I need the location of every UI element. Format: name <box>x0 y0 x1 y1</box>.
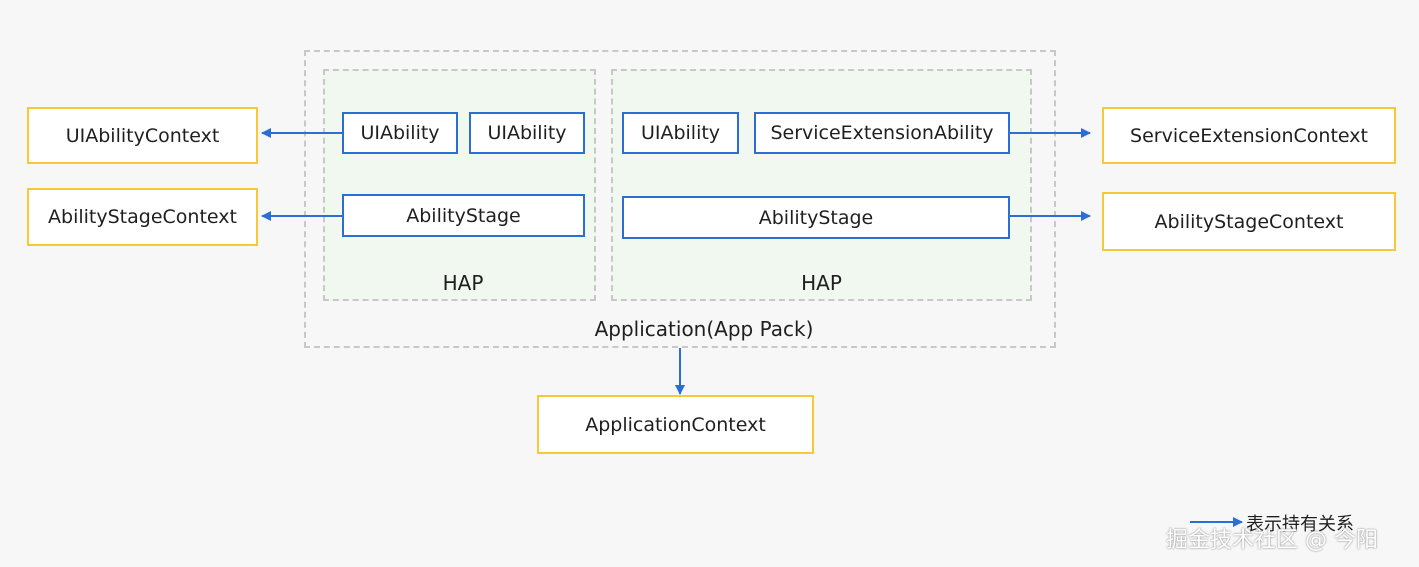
hap-container-2 <box>611 69 1032 301</box>
ability-stage-box: AbilityStage <box>622 196 1010 239</box>
ability-stage-context-label: AbilityStageContext <box>1154 210 1344 233</box>
service-extension-ability-label: ServiceExtensionAbility <box>770 122 994 144</box>
ability-stage-label: AbilityStage <box>406 204 521 227</box>
application-context-box: ApplicationContext <box>537 395 814 454</box>
ui-ability-label: UIAbility <box>487 122 567 144</box>
service-extension-context-label: ServiceExtensionContext <box>1130 124 1368 147</box>
ui-ability-context-label: UIAbilityContext <box>65 124 220 147</box>
ui-ability-label: UIAbility <box>640 122 721 144</box>
ability-stage-box: AbilityStage <box>342 194 585 237</box>
service-extension-context-box: ServiceExtensionContext <box>1102 107 1396 164</box>
hap-label: HAP <box>801 271 842 295</box>
ui-ability-box: UIAbility <box>469 112 585 154</box>
ability-stage-context-label: AbilityStageContext <box>48 206 237 228</box>
legend-text: 表示持有关系 <box>1246 514 1354 535</box>
hap-label: HAP <box>442 271 484 295</box>
application-label: Application(App Pack) <box>594 317 814 341</box>
watermark-text: 掘金技术社区 @ 今阳 <box>1166 528 1378 553</box>
application-container <box>304 50 1056 348</box>
service-extension-ability-box: ServiceExtensionAbility <box>754 112 1010 154</box>
ability-stage-context-box: AbilityStageContext <box>1102 192 1396 251</box>
ability-stage-context-box: AbilityStageContext <box>27 188 258 246</box>
ui-ability-label: UIAbility <box>360 122 440 144</box>
hap-container-1 <box>323 69 596 301</box>
ui-ability-context-box: UIAbilityContext <box>27 107 258 164</box>
ui-ability-box: UIAbility <box>622 112 739 154</box>
application-context-label: ApplicationContext <box>585 413 766 436</box>
ability-stage-label: AbilityStage <box>758 206 874 229</box>
ui-ability-box: UIAbility <box>342 112 458 154</box>
